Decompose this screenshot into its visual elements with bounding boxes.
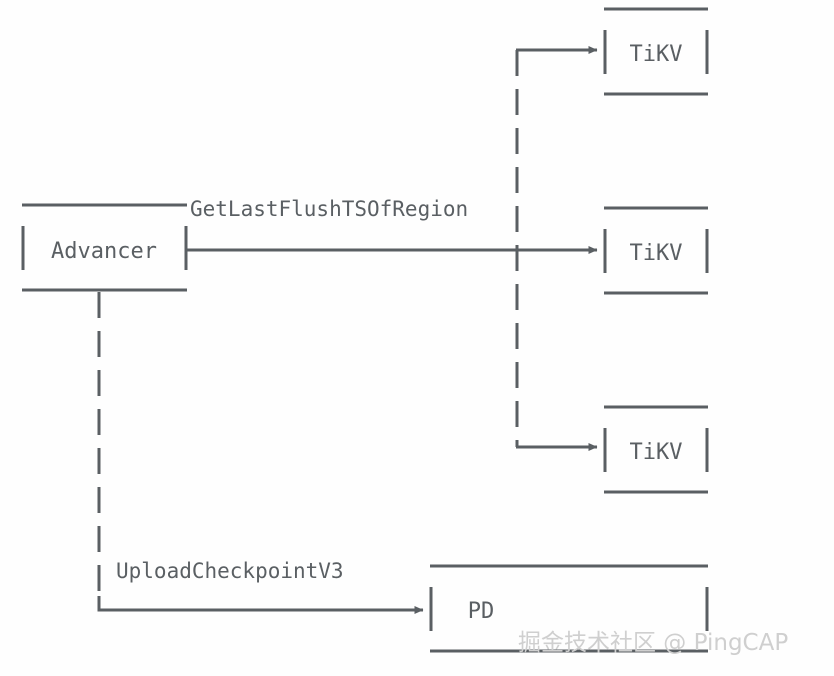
watermark-label: 掘金技术社区 @ PingCAP [518,630,788,656]
tikv-top-label: TiKV [630,42,683,67]
pd-label: PD [468,599,495,624]
node-advancer[interactable]: Advancer [21,203,188,292]
edge-line-advancer-to-pd [97,596,424,614]
edge-uploadcheckpointv3: UploadCheckpointV3 [97,292,424,614]
tikv-bottom-label: TiKV [630,440,683,465]
tikv-middle-label: TiKV [630,241,683,266]
edge-label-uploadcheckpointv3: UploadCheckpointV3 [116,559,344,583]
advancer-label: Advancer [51,239,157,264]
node-tikv-bottom[interactable]: TiKV [603,405,709,494]
edge-getlastflushtsofregion: GetLastFlushTSOfRegion [187,46,598,451]
node-tikv-top[interactable]: TiKV [603,7,709,96]
edge-label-getlastflushtsofregion: GetLastFlushTSOfRegion [190,197,468,221]
node-pd[interactable]: PD [429,564,709,653]
node-tikv-middle[interactable]: TiKV [603,206,709,295]
